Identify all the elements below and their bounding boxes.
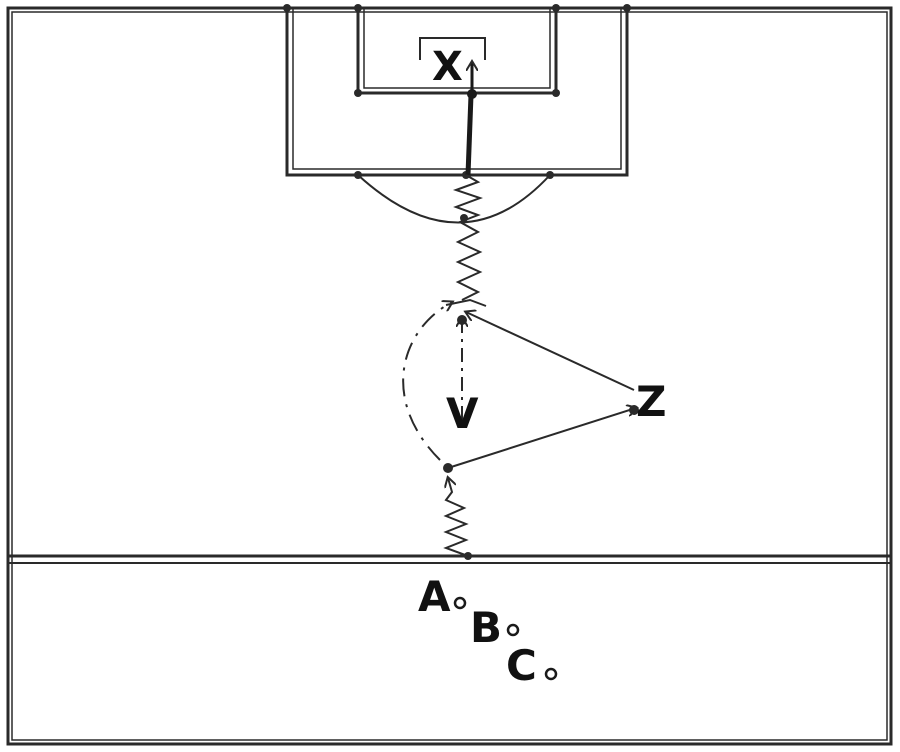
pitch-outer-border — [6, 6, 893, 746]
penalty-area — [285, 8, 629, 177]
goal-area — [356, 8, 558, 95]
player-c-marker — [544, 667, 558, 681]
pass-a-to-z — [447, 408, 636, 469]
run-arrow-v — [457, 315, 467, 420]
label-b: B — [470, 603, 502, 652]
label-v: V — [446, 389, 479, 438]
player-b-marker — [506, 623, 520, 637]
label-z: Z — [636, 377, 666, 426]
curved-run-path — [402, 302, 452, 461]
label-a: A — [418, 572, 451, 621]
goal-target-box — [419, 37, 486, 60]
dribble-path-lower — [443, 478, 469, 557]
shot-arrow — [465, 62, 477, 176]
penalty-arc — [357, 174, 551, 224]
label-x: X — [432, 44, 463, 90]
pass-z-to-v — [466, 312, 635, 391]
dribble-path-upper — [452, 174, 483, 301]
player-markers — [453, 596, 558, 681]
label-c: C — [506, 641, 537, 690]
player-a-marker — [453, 596, 467, 610]
